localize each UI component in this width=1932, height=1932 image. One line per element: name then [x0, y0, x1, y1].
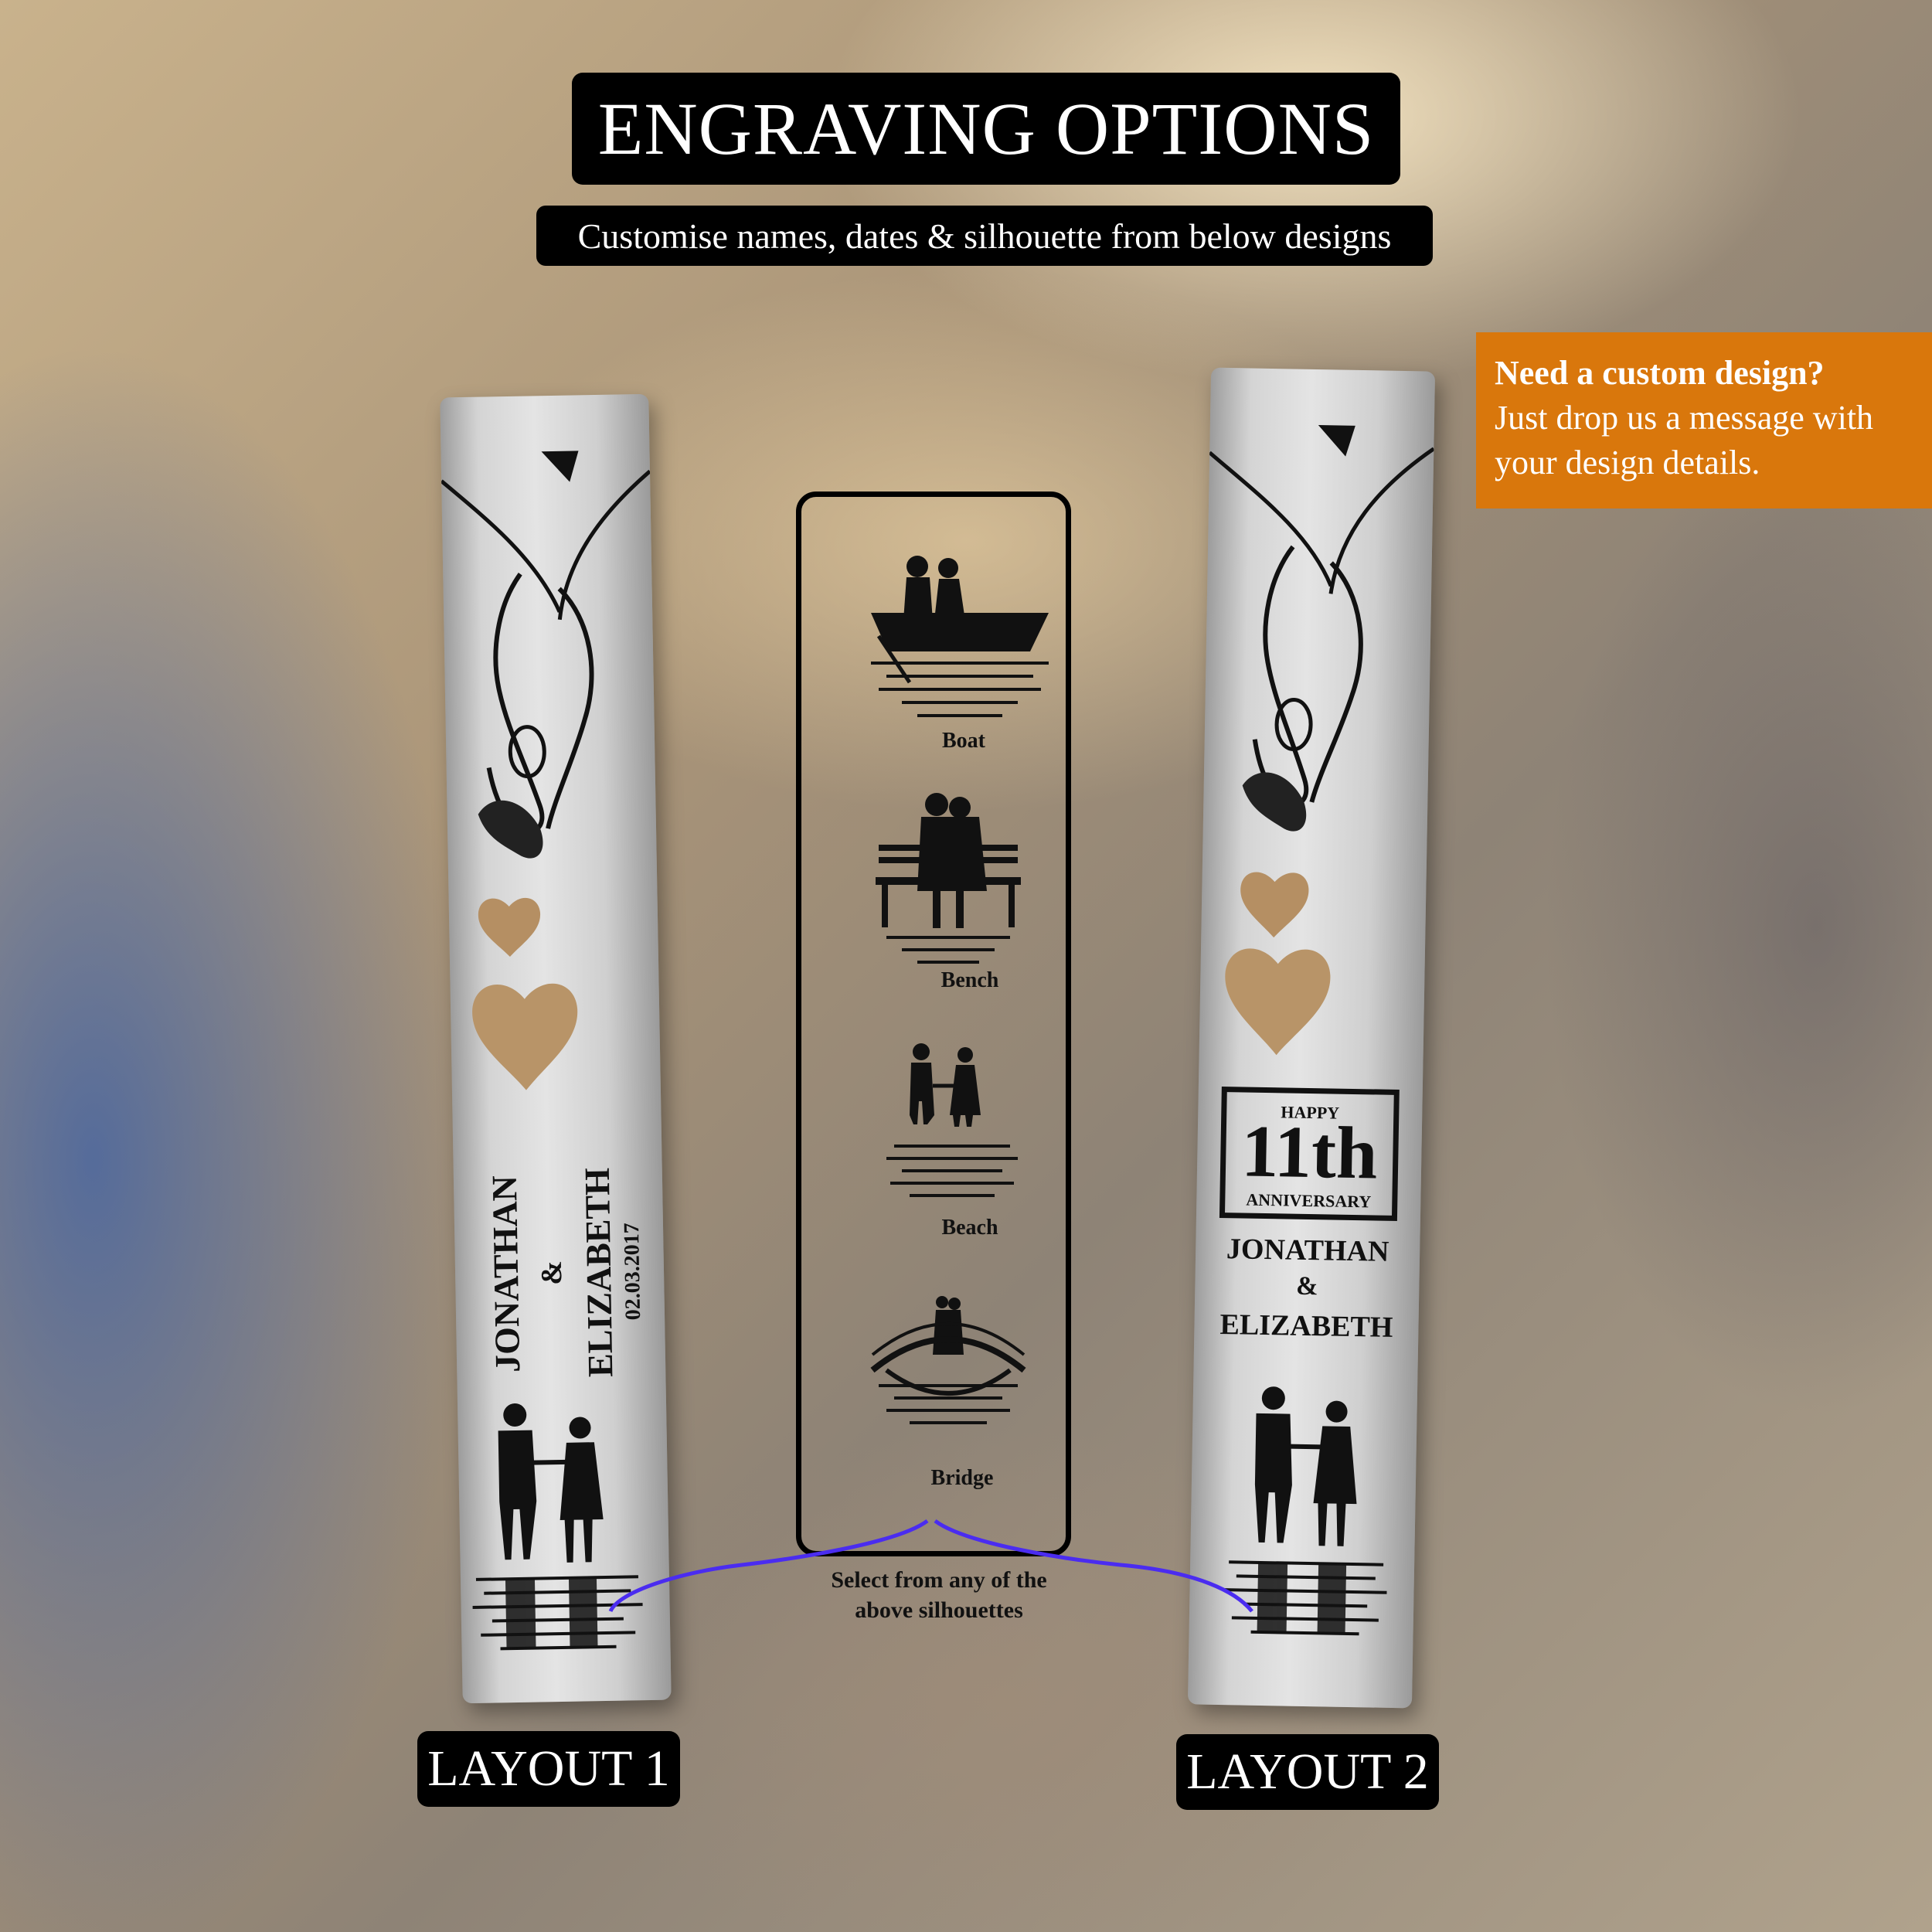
- silhouette-art: [870, 556, 1049, 1424]
- custom-design-heading: Need a custom design?: [1495, 354, 1825, 392]
- custom-design-callout: Need a custom design? Just drop us a mes…: [1476, 332, 1932, 509]
- layout1-ampersand: &: [535, 1260, 569, 1286]
- bench-reflection-icon: [886, 936, 1010, 964]
- silhouette-option-bench[interactable]: Bench: [940, 968, 999, 992]
- layout2-ampersand: &: [1295, 1271, 1318, 1301]
- top-notch-cutout: [1318, 425, 1355, 457]
- heart-cutout-large-icon: [1225, 948, 1331, 1056]
- selection-note-line2: above silhouettes: [855, 1597, 1023, 1623]
- reflection-figures-icon: [505, 1577, 598, 1649]
- bookmark-engraving-art: [1208, 425, 1435, 1636]
- silhouette-selection-note: Select from any of the above silhouettes: [796, 1565, 1082, 1625]
- layout2-name1: JONATHAN: [1226, 1233, 1389, 1268]
- anniversary-word: ANNIVERSARY: [1246, 1189, 1372, 1212]
- silhouette-option-beach[interactable]: Beach: [941, 1216, 998, 1240]
- hand-cuff-icon: [1242, 772, 1307, 832]
- selection-note-line1: Select from any of the: [831, 1567, 1047, 1593]
- top-notch-cutout: [541, 451, 579, 482]
- layout2-name2: ELIZABETH: [1219, 1308, 1393, 1344]
- silhouette-option-boat[interactable]: Boat: [942, 729, 985, 753]
- beach-couple-icon: [498, 1403, 604, 1563]
- boat-reflection-icon: [871, 662, 1049, 717]
- beach-couple-icon: [1254, 1386, 1357, 1546]
- hand-line: [440, 479, 562, 613]
- silhouette-options-panel: Boat Bench Beach Bridge: [796, 492, 1071, 1556]
- heart-cutout-small-icon: [478, 897, 540, 957]
- hand-line: [1208, 451, 1333, 587]
- boat-silhouette-icon: [871, 556, 1049, 684]
- bookmark-engraving-art: [440, 451, 651, 1651]
- layout1-names: JONATHAN & ELIZABETH 02.03.2017: [476, 1117, 646, 1429]
- custom-design-body: Just drop us a message with your design …: [1495, 399, 1874, 481]
- hand-line: [557, 469, 651, 621]
- bridge-silhouette-icon: [870, 1296, 1026, 1396]
- water-reflection-icon: [472, 1575, 643, 1651]
- layout-2-label[interactable]: LAYOUT 2: [1176, 1734, 1439, 1810]
- anniversary-badge: HAPPY 11th ANNIVERSARY: [1219, 1086, 1400, 1221]
- hand-line: [1328, 447, 1435, 594]
- silhouette-option-bridge[interactable]: Bridge: [930, 1466, 994, 1490]
- page-subtitle: Customise names, dates & silhouette from…: [536, 206, 1433, 266]
- hand-outline-icon: [546, 587, 594, 829]
- layout1-name1: JONATHAN: [484, 1175, 527, 1372]
- beach-couple-silhouette-icon: [910, 1043, 981, 1127]
- layout1-date: 02.03.2017: [619, 1223, 646, 1321]
- beach-reflection-icon: [886, 1145, 1018, 1197]
- reflection-figures-icon: [1257, 1562, 1347, 1634]
- bench-silhouette-icon: [876, 793, 1021, 928]
- water-reflection-icon: [1224, 1560, 1387, 1636]
- hand-outline-icon: [1309, 561, 1363, 803]
- hand-outline-icon: [1252, 545, 1309, 808]
- bookmark-layout-1[interactable]: JONATHAN & ELIZABETH 02.03.2017: [440, 393, 672, 1704]
- heart-cutout-small-icon: [1240, 872, 1309, 938]
- anniversary-number: 11th: [1240, 1109, 1379, 1195]
- bridge-reflection-icon: [879, 1384, 1018, 1424]
- bookmark-layout-2[interactable]: HAPPY 11th ANNIVERSARY JONATHAN & ELIZAB…: [1187, 367, 1436, 1709]
- heart-cutout-large-icon: [472, 983, 578, 1090]
- page-title: ENGRAVING OPTIONS: [572, 73, 1400, 185]
- layout-1-label[interactable]: LAYOUT 1: [417, 1731, 680, 1807]
- hand-cuff-icon: [478, 800, 543, 859]
- ring-finger-icon: [1274, 698, 1313, 752]
- ring-finger-icon: [508, 725, 546, 779]
- hand-outline-icon: [486, 572, 545, 835]
